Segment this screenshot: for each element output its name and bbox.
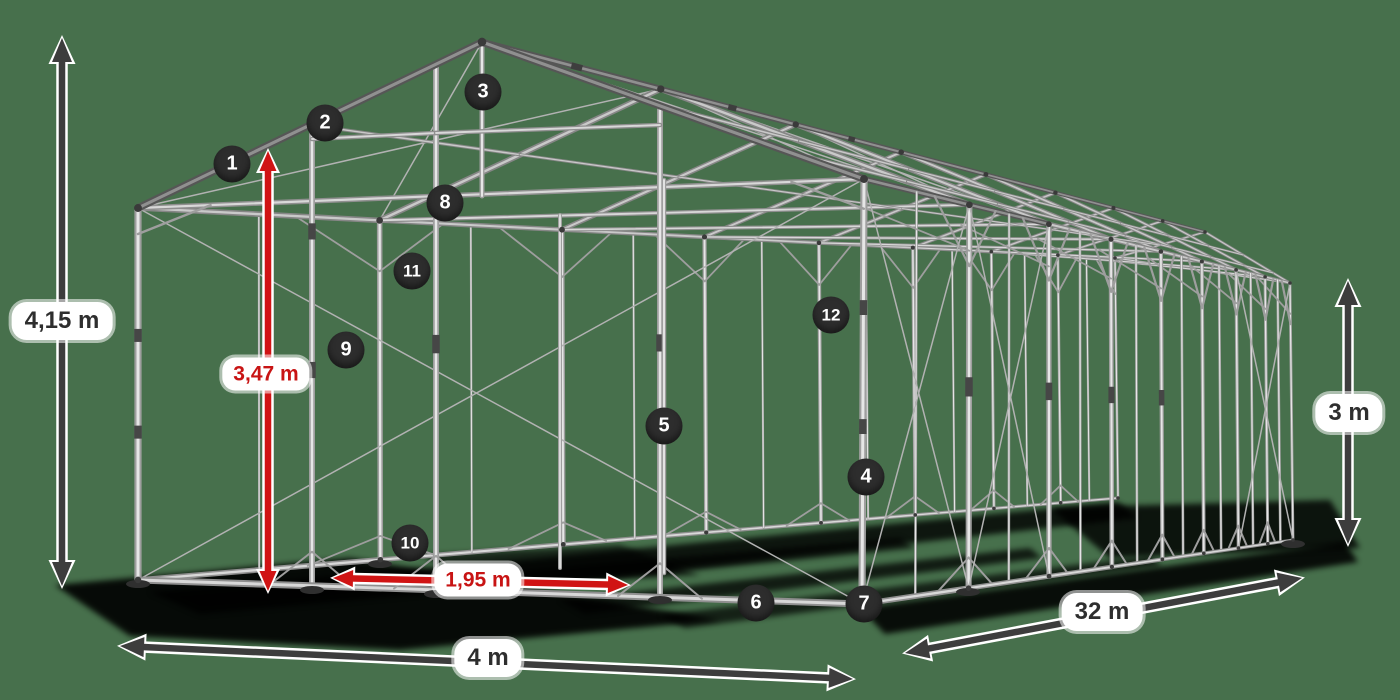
part-badge-2[interactable]: 2: [306, 104, 344, 142]
part-badge-6[interactable]: 6: [737, 584, 775, 622]
dimension-label-length: 32 m: [1061, 593, 1143, 631]
frame-structure: [126, 37, 1305, 612]
dimension-label-bay-spacing: 1,95 m: [434, 563, 522, 597]
part-badge-11[interactable]: 11: [393, 252, 431, 290]
part-badge-9[interactable]: 9: [327, 331, 365, 369]
part-badge-7[interactable]: 7: [845, 585, 883, 623]
part-badge-1[interactable]: 1: [213, 145, 251, 183]
dimension-label-width: 4 m: [454, 639, 522, 677]
part-badge-10[interactable]: 10: [391, 524, 429, 562]
part-badge-3[interactable]: 3: [464, 73, 502, 111]
part-badge-8[interactable]: 8: [426, 184, 464, 222]
part-badge-4[interactable]: 4: [847, 458, 885, 496]
part-badge-5[interactable]: 5: [645, 407, 683, 445]
dimension-label-side-height: 3 m: [1315, 394, 1383, 432]
dimension-label-total-height: 4,15 m: [11, 302, 113, 340]
dimension-label-passage-height: 3,47 m: [222, 357, 310, 391]
part-badge-12[interactable]: 12: [812, 296, 850, 334]
